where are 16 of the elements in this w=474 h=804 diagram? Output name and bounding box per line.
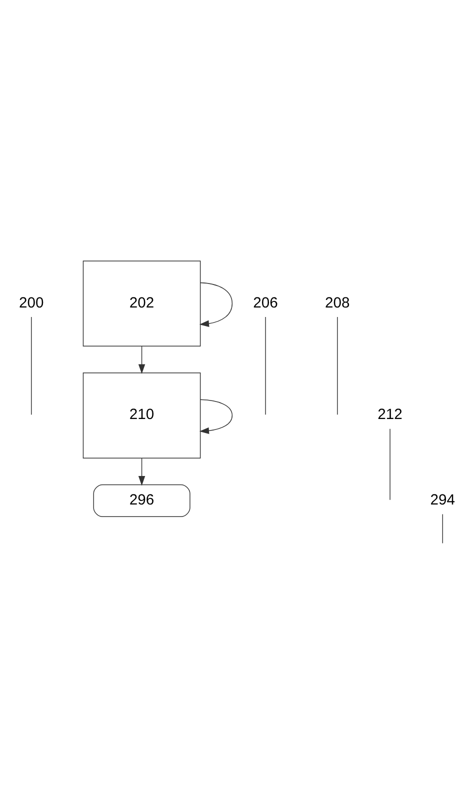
node-box: 202 bbox=[82, 260, 201, 346]
connector bbox=[31, 316, 32, 415]
connector bbox=[337, 316, 338, 415]
connector bbox=[265, 316, 266, 415]
node-text: 206 bbox=[253, 294, 278, 311]
node-text: 294 bbox=[430, 492, 455, 508]
connector bbox=[442, 513, 443, 544]
node-text: 212 bbox=[378, 406, 402, 423]
node-text: 208 bbox=[325, 294, 350, 311]
node-text: 200 bbox=[19, 294, 44, 311]
arrow bbox=[199, 398, 233, 434]
node-box: 296 bbox=[93, 484, 190, 516]
node-box: 210 bbox=[82, 372, 201, 458]
arrow bbox=[138, 457, 146, 486]
arrow bbox=[199, 282, 233, 326]
arrow bbox=[138, 346, 146, 374]
